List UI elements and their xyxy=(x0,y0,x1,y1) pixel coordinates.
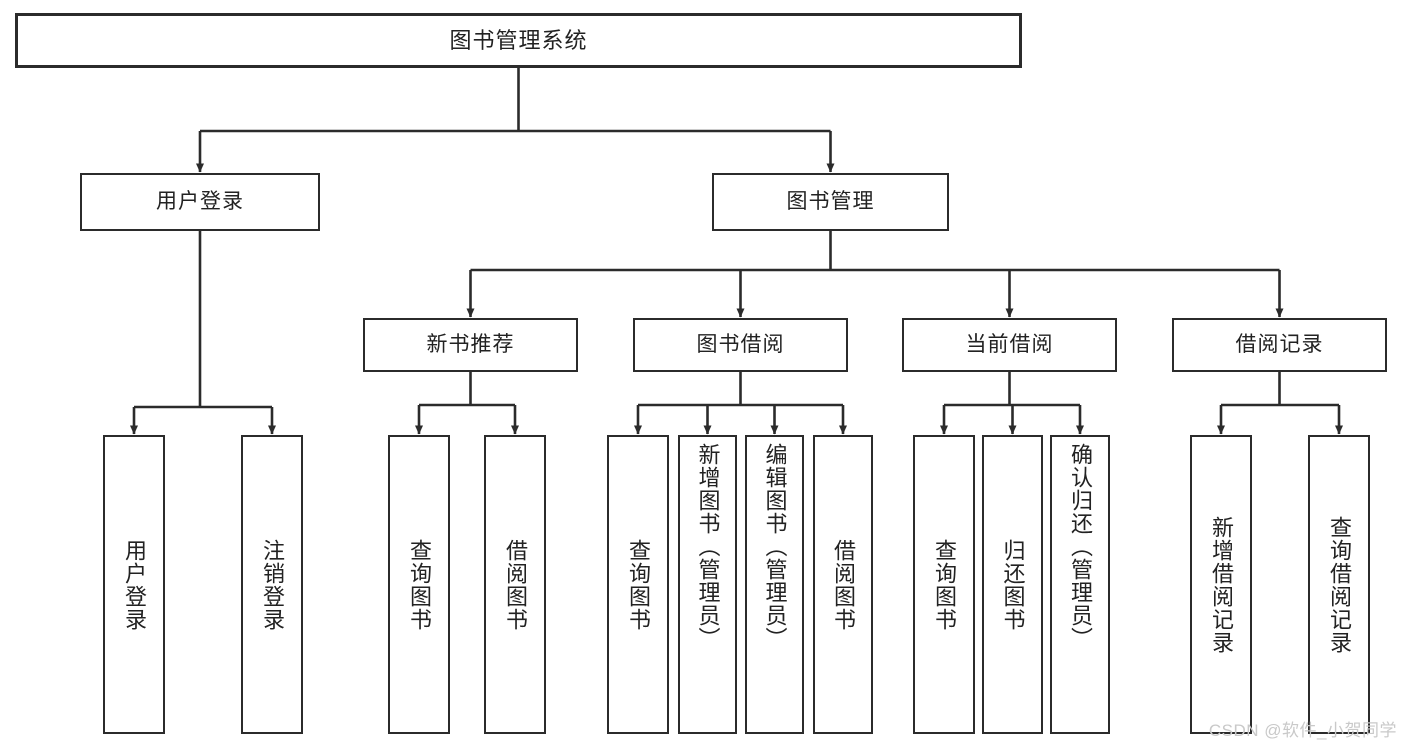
node-l-q1: 查询图书 xyxy=(388,435,450,734)
node-borrow: 图书借阅 xyxy=(633,318,848,372)
node-label-records: 借阅记录 xyxy=(1235,332,1324,356)
node-newbook: 新书推荐 xyxy=(363,318,578,372)
node-label-l-q2: 查询图书 xyxy=(625,538,651,631)
node-l-add: 新增图书（管理员） xyxy=(678,435,737,734)
node-label-l-edit: 编辑图书（管理员） xyxy=(762,443,788,650)
node-l-q3: 查询图书 xyxy=(913,435,975,734)
node-l-login: 用户登录 xyxy=(103,435,165,734)
node-label-l-confirm: 确认归还（管理员） xyxy=(1067,443,1093,650)
node-label-l-logout: 注销登录 xyxy=(259,538,285,631)
node-label-l-b2: 借阅图书 xyxy=(830,538,856,631)
node-l-q2: 查询图书 xyxy=(607,435,669,734)
node-label-root: 图书管理系统 xyxy=(449,27,588,53)
node-label-current: 当前借阅 xyxy=(965,332,1054,356)
node-current: 当前借阅 xyxy=(902,318,1117,372)
csdn-watermark: CSDN @软件_小贺同学 xyxy=(1208,721,1397,740)
node-l-edit: 编辑图书（管理员） xyxy=(745,435,804,734)
node-label-l-b1: 借阅图书 xyxy=(502,538,528,631)
node-records: 借阅记录 xyxy=(1172,318,1387,372)
node-l-confirm: 确认归还（管理员） xyxy=(1050,435,1110,734)
node-label-l-add: 新增图书（管理员） xyxy=(695,443,721,650)
node-label-l-addrec: 新增借阅记录 xyxy=(1208,515,1234,654)
node-bookmgmt: 图书管理 xyxy=(712,173,949,231)
node-root: 图书管理系统 xyxy=(15,13,1022,68)
node-label-l-qrec: 查询借阅记录 xyxy=(1326,515,1352,654)
node-login: 用户登录 xyxy=(80,173,320,231)
node-l-qrec: 查询借阅记录 xyxy=(1308,435,1370,734)
node-l-b2: 借阅图书 xyxy=(813,435,873,734)
node-label-newbook: 新书推荐 xyxy=(426,332,515,356)
node-label-l-q1: 查询图书 xyxy=(406,538,432,631)
node-l-logout: 注销登录 xyxy=(241,435,303,734)
node-label-borrow: 图书借阅 xyxy=(696,332,785,356)
node-l-addrec: 新增借阅记录 xyxy=(1190,435,1252,734)
node-label-bookmgmt: 图书管理 xyxy=(786,189,875,213)
node-l-b1: 借阅图书 xyxy=(484,435,546,734)
node-label-login: 用户登录 xyxy=(156,189,244,213)
node-l-return: 归还图书 xyxy=(982,435,1043,734)
node-label-l-return: 归还图书 xyxy=(1000,538,1026,631)
node-label-l-q3: 查询图书 xyxy=(931,538,957,631)
node-label-l-login: 用户登录 xyxy=(121,538,147,631)
